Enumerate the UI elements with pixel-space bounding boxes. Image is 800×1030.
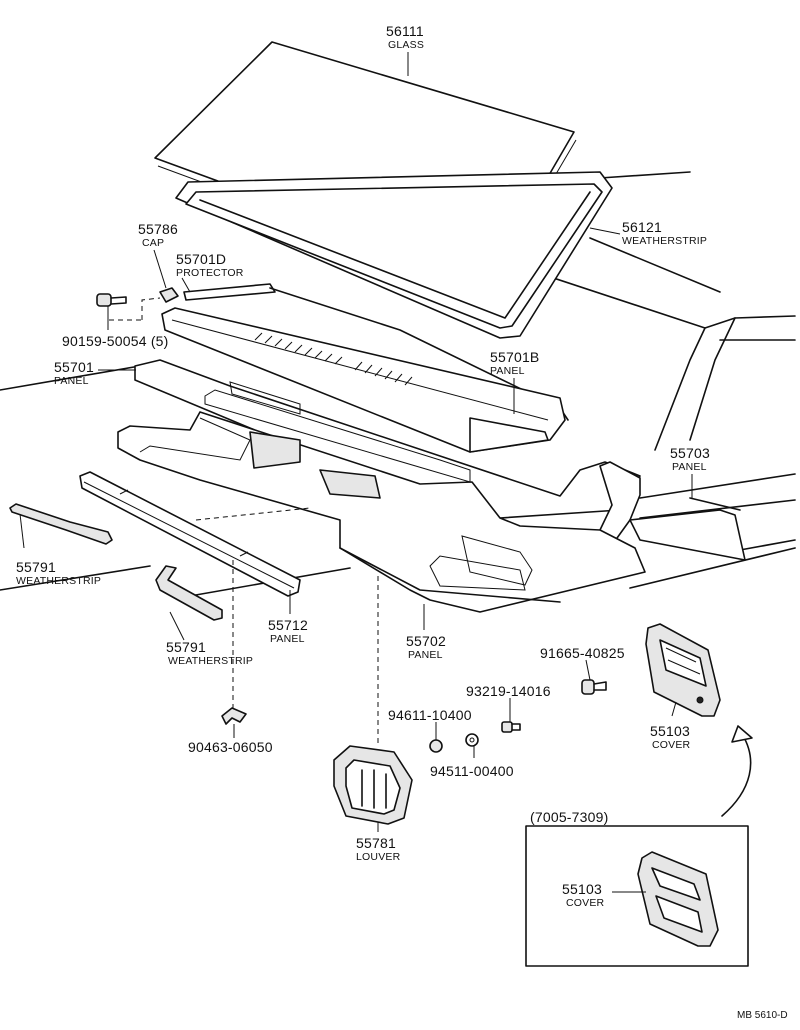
label-55791-left: 55791 WEATHERSTRIP <box>16 559 101 587</box>
cover-55103 <box>645 623 721 717</box>
part-name: WEATHERSTRIP <box>622 235 707 247</box>
part-name: PANEL <box>54 375 89 387</box>
label-94511-00400: 94511-00400 <box>430 763 514 779</box>
part-number: 55701 <box>54 359 94 375</box>
label-56121: 56121 WEATHERSTRIP <box>622 219 707 247</box>
nut-94611-10400 <box>429 739 443 753</box>
weatherstrip-55791-left <box>9 503 113 545</box>
label-55103: 55103 COVER <box>650 723 691 751</box>
screw-93219-14016 <box>501 721 521 733</box>
label-55701d: 55701D PROTECTOR <box>176 251 244 279</box>
part-number: 55781 <box>356 835 396 851</box>
label-90463-06050: 90463-06050 <box>188 739 273 755</box>
part-name: PANEL <box>270 633 305 645</box>
inset-box <box>525 825 749 967</box>
bolt-91665-40825 <box>581 679 607 695</box>
label-55701b: 55701B PANEL <box>490 349 539 377</box>
label-55702: 55702 PANEL <box>406 633 446 661</box>
part-name: PANEL <box>408 649 443 661</box>
label-93219-14016: 93219-14016 <box>466 683 551 699</box>
part-number: 94511-00400 <box>430 763 514 779</box>
part-name: WEATHERSTRIP <box>16 575 101 587</box>
part-name: COVER <box>566 897 605 909</box>
part-number: 55712 <box>268 617 308 633</box>
part-number: 90159-50054 (5) <box>62 333 169 349</box>
part-number: 55103 <box>650 723 690 739</box>
part-name: LOUVER <box>356 851 401 863</box>
arrow-icon <box>721 725 753 817</box>
label-55786: 55786 CAP <box>138 221 178 249</box>
part-number: 90463-06050 <box>188 739 273 755</box>
part-number: 91665-40825 <box>540 645 625 661</box>
part-number: 55703 <box>670 445 710 461</box>
inset-cover-55103 <box>637 851 719 947</box>
weatherstrip-56121 <box>175 171 613 339</box>
part-number: 55701D <box>176 251 226 267</box>
panel-55702 <box>117 411 646 613</box>
label-55781: 55781 LOUVER <box>356 835 401 863</box>
label-55791-center: 55791 WEATHERSTRIP <box>166 639 253 667</box>
washer-94511-00400 <box>465 733 479 747</box>
part-name: CAP <box>142 237 164 249</box>
part-number: 55791 <box>166 639 206 655</box>
panel-55712 <box>79 471 301 597</box>
part-name: PROTECTOR <box>176 267 244 279</box>
part-name: COVER <box>652 739 691 751</box>
part-name: PANEL <box>490 365 525 377</box>
part-name: WEATHERSTRIP <box>168 655 253 667</box>
part-name: PANEL <box>672 461 707 473</box>
label-55712: 55712 PANEL <box>268 617 308 645</box>
alignment-lines <box>195 507 379 744</box>
part-number: 55786 <box>138 221 178 237</box>
part-number: 56121 <box>622 219 662 235</box>
part-number: 93219-14016 <box>466 683 551 699</box>
clip-90463-06050 <box>221 707 247 725</box>
part-number: 55701B <box>490 349 539 365</box>
label-56111: 56111 GLASS <box>386 23 424 51</box>
leader-lines <box>19 52 693 893</box>
inset-labels: (7005-7309) 55103 COVER <box>530 809 608 909</box>
part-number: 94611-10400 <box>388 707 472 723</box>
drawing-reference: MB 5610-D <box>737 1010 788 1021</box>
label-55703: 55703 PANEL <box>670 445 710 473</box>
part-number: 55702 <box>406 633 446 649</box>
label-55701: 55701 PANEL <box>54 359 94 387</box>
weatherstrip-55791-center <box>155 565 223 621</box>
inset-range: (7005-7309) <box>530 809 608 825</box>
cap-55786 <box>159 287 179 303</box>
panel-55703 <box>599 461 746 561</box>
label-94611-10400: 94611-10400 <box>388 707 472 723</box>
part-number: 56111 <box>386 23 424 39</box>
part-name: GLASS <box>388 39 424 51</box>
part-number: 55791 <box>16 559 56 575</box>
panel-55701b <box>161 307 566 453</box>
bolt-90159-50054 <box>96 293 161 321</box>
label-91665-40825: 91665-40825 <box>540 645 625 661</box>
part-number: 55103 <box>562 881 602 897</box>
label-90159-50054: 90159-50054 (5) <box>62 333 169 349</box>
louver-55781 <box>333 745 413 825</box>
